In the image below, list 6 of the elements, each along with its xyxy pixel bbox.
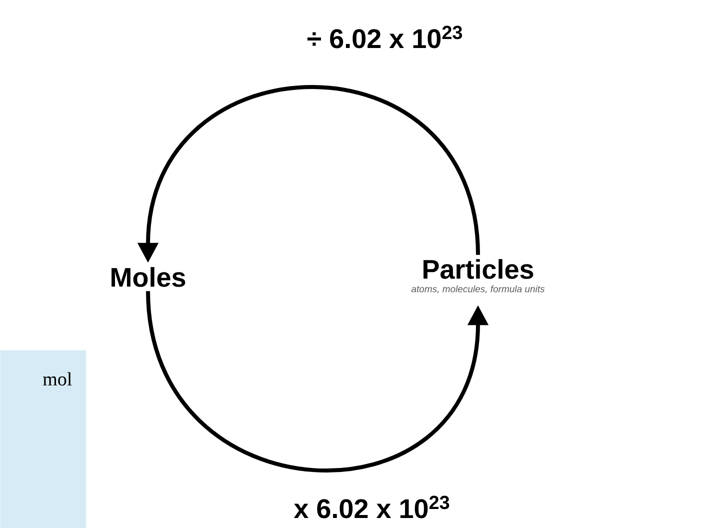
edge-label: ÷ 6.02 x 10$^{23}$ <box>306 24 464 50</box>
note-box: mol <box>0 350 86 528</box>
subtitle: atoms, molecules, formula units <box>411 285 545 294</box>
edge-label: x 6.02 x 10$^{23}$ <box>292 494 452 520</box>
quantity-label: Moles <box>112 267 186 287</box>
quantity-label: Particles <box>424 259 534 279</box>
